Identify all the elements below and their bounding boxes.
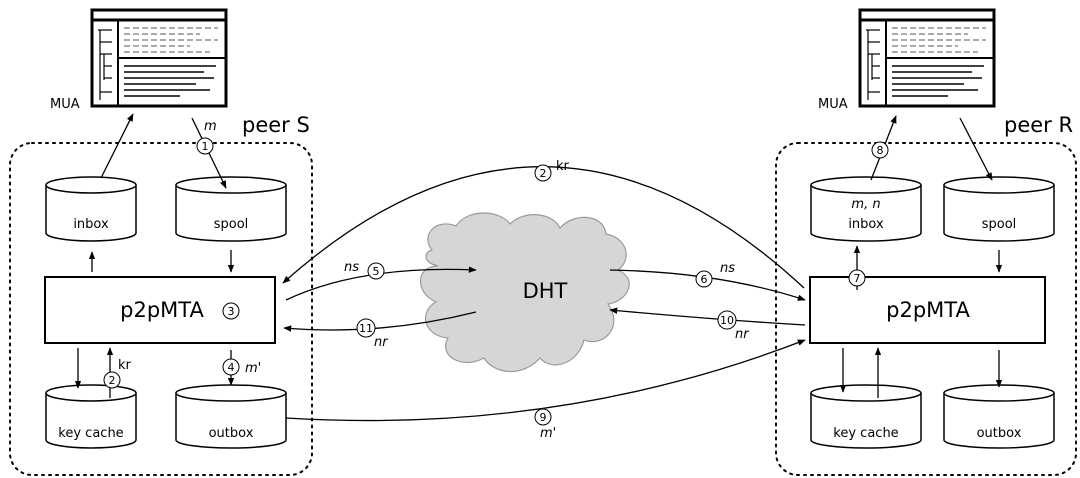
step-6-number: 6	[701, 273, 708, 286]
mua-r-label: MUA	[818, 97, 848, 112]
peer-r-outbox-label: outbox	[977, 426, 1022, 441]
step-2a-number: 2	[540, 167, 547, 180]
arrow-step-10-to-dht	[609, 307, 806, 326]
step-7-number: 7	[854, 272, 861, 285]
step-10-label: nr	[735, 327, 750, 342]
peer-r-inbox-label: inbox	[848, 217, 884, 232]
peer-r-key-cache-store	[810, 384, 922, 449]
step-4-label: m'	[245, 361, 261, 376]
step-5-marker	[367, 262, 385, 280]
peer-s-inbox-store	[45, 176, 137, 242]
peer-s-label: peer S	[242, 113, 310, 137]
arrow-mua-to-spool-r	[959, 117, 993, 181]
peer-r-outbox-store	[943, 384, 1055, 449]
step-2a-label: kr	[556, 159, 570, 174]
peer-r-inbox-content: m, n	[851, 197, 880, 212]
step-2a-marker	[534, 164, 552, 182]
arrow-step-9-message	[285, 339, 806, 422]
peer-r-key-cache-label: key cache	[833, 426, 898, 441]
peer-r-mta-label: p2pMTA	[886, 298, 970, 322]
peer-r-spool-label: spool	[982, 217, 1017, 232]
dht-cloud	[419, 212, 630, 373]
peer-s-outbox-store	[175, 384, 287, 449]
peer-r-spool-store	[943, 176, 1055, 242]
arrow-step-11-from-dht	[283, 311, 477, 332]
peer-s-outbox-label: outbox	[209, 426, 254, 441]
step-11-label: nr	[374, 335, 389, 350]
peer-s-boundary	[9, 142, 313, 476]
step-3-number: 3	[228, 305, 235, 318]
step-10-marker	[717, 310, 737, 330]
step-9-number: 9	[540, 411, 547, 424]
mua-s-window	[90, 8, 228, 108]
mua-s-label: MUA	[50, 97, 80, 112]
peer-r-mta-box	[809, 276, 1046, 344]
peer-r-boundary	[775, 142, 1077, 476]
step-9-marker	[534, 408, 552, 426]
step-7-marker	[848, 269, 866, 287]
peer-s-inbox-label: inbox	[73, 217, 109, 232]
step-6-label: ns	[720, 261, 735, 276]
step-3-marker	[222, 302, 240, 320]
step-2b-marker	[103, 371, 121, 389]
step-2b-label: kr	[118, 358, 132, 373]
step-2b-number: 2	[109, 374, 116, 387]
arrow-inbox-to-mua-s	[100, 113, 134, 179]
peer-s-spool-label: spool	[214, 217, 249, 232]
step-8-marker	[871, 141, 889, 159]
peer-s-key-cache-label: key cache	[58, 426, 123, 441]
peer-s-key-cache-store	[45, 384, 137, 449]
step-5-number: 5	[373, 265, 380, 278]
step-5-label: ns	[344, 260, 359, 275]
arrow-step-6-from-dht	[609, 269, 806, 301]
step-1-marker	[196, 137, 214, 155]
peer-r-label: peer R	[1004, 113, 1073, 137]
mua-r-window	[858, 8, 996, 108]
peer-s-spool-store	[175, 176, 287, 242]
peer-r-inbox-store	[810, 176, 922, 242]
step-11-marker	[356, 318, 376, 338]
step-1-label: m	[204, 119, 217, 134]
step-6-marker	[695, 270, 713, 288]
step-10-number: 10	[720, 314, 734, 327]
dht-label: DHT	[523, 279, 568, 303]
step-4-marker	[222, 358, 240, 376]
peer-s-mta-label: p2pMTA	[120, 298, 204, 322]
step-8-number: 8	[877, 144, 884, 157]
step-1-number: 1	[202, 140, 209, 153]
step-9-label: m'	[540, 426, 556, 441]
step-11-number: 11	[359, 322, 373, 335]
step-4-number: 4	[228, 361, 235, 374]
